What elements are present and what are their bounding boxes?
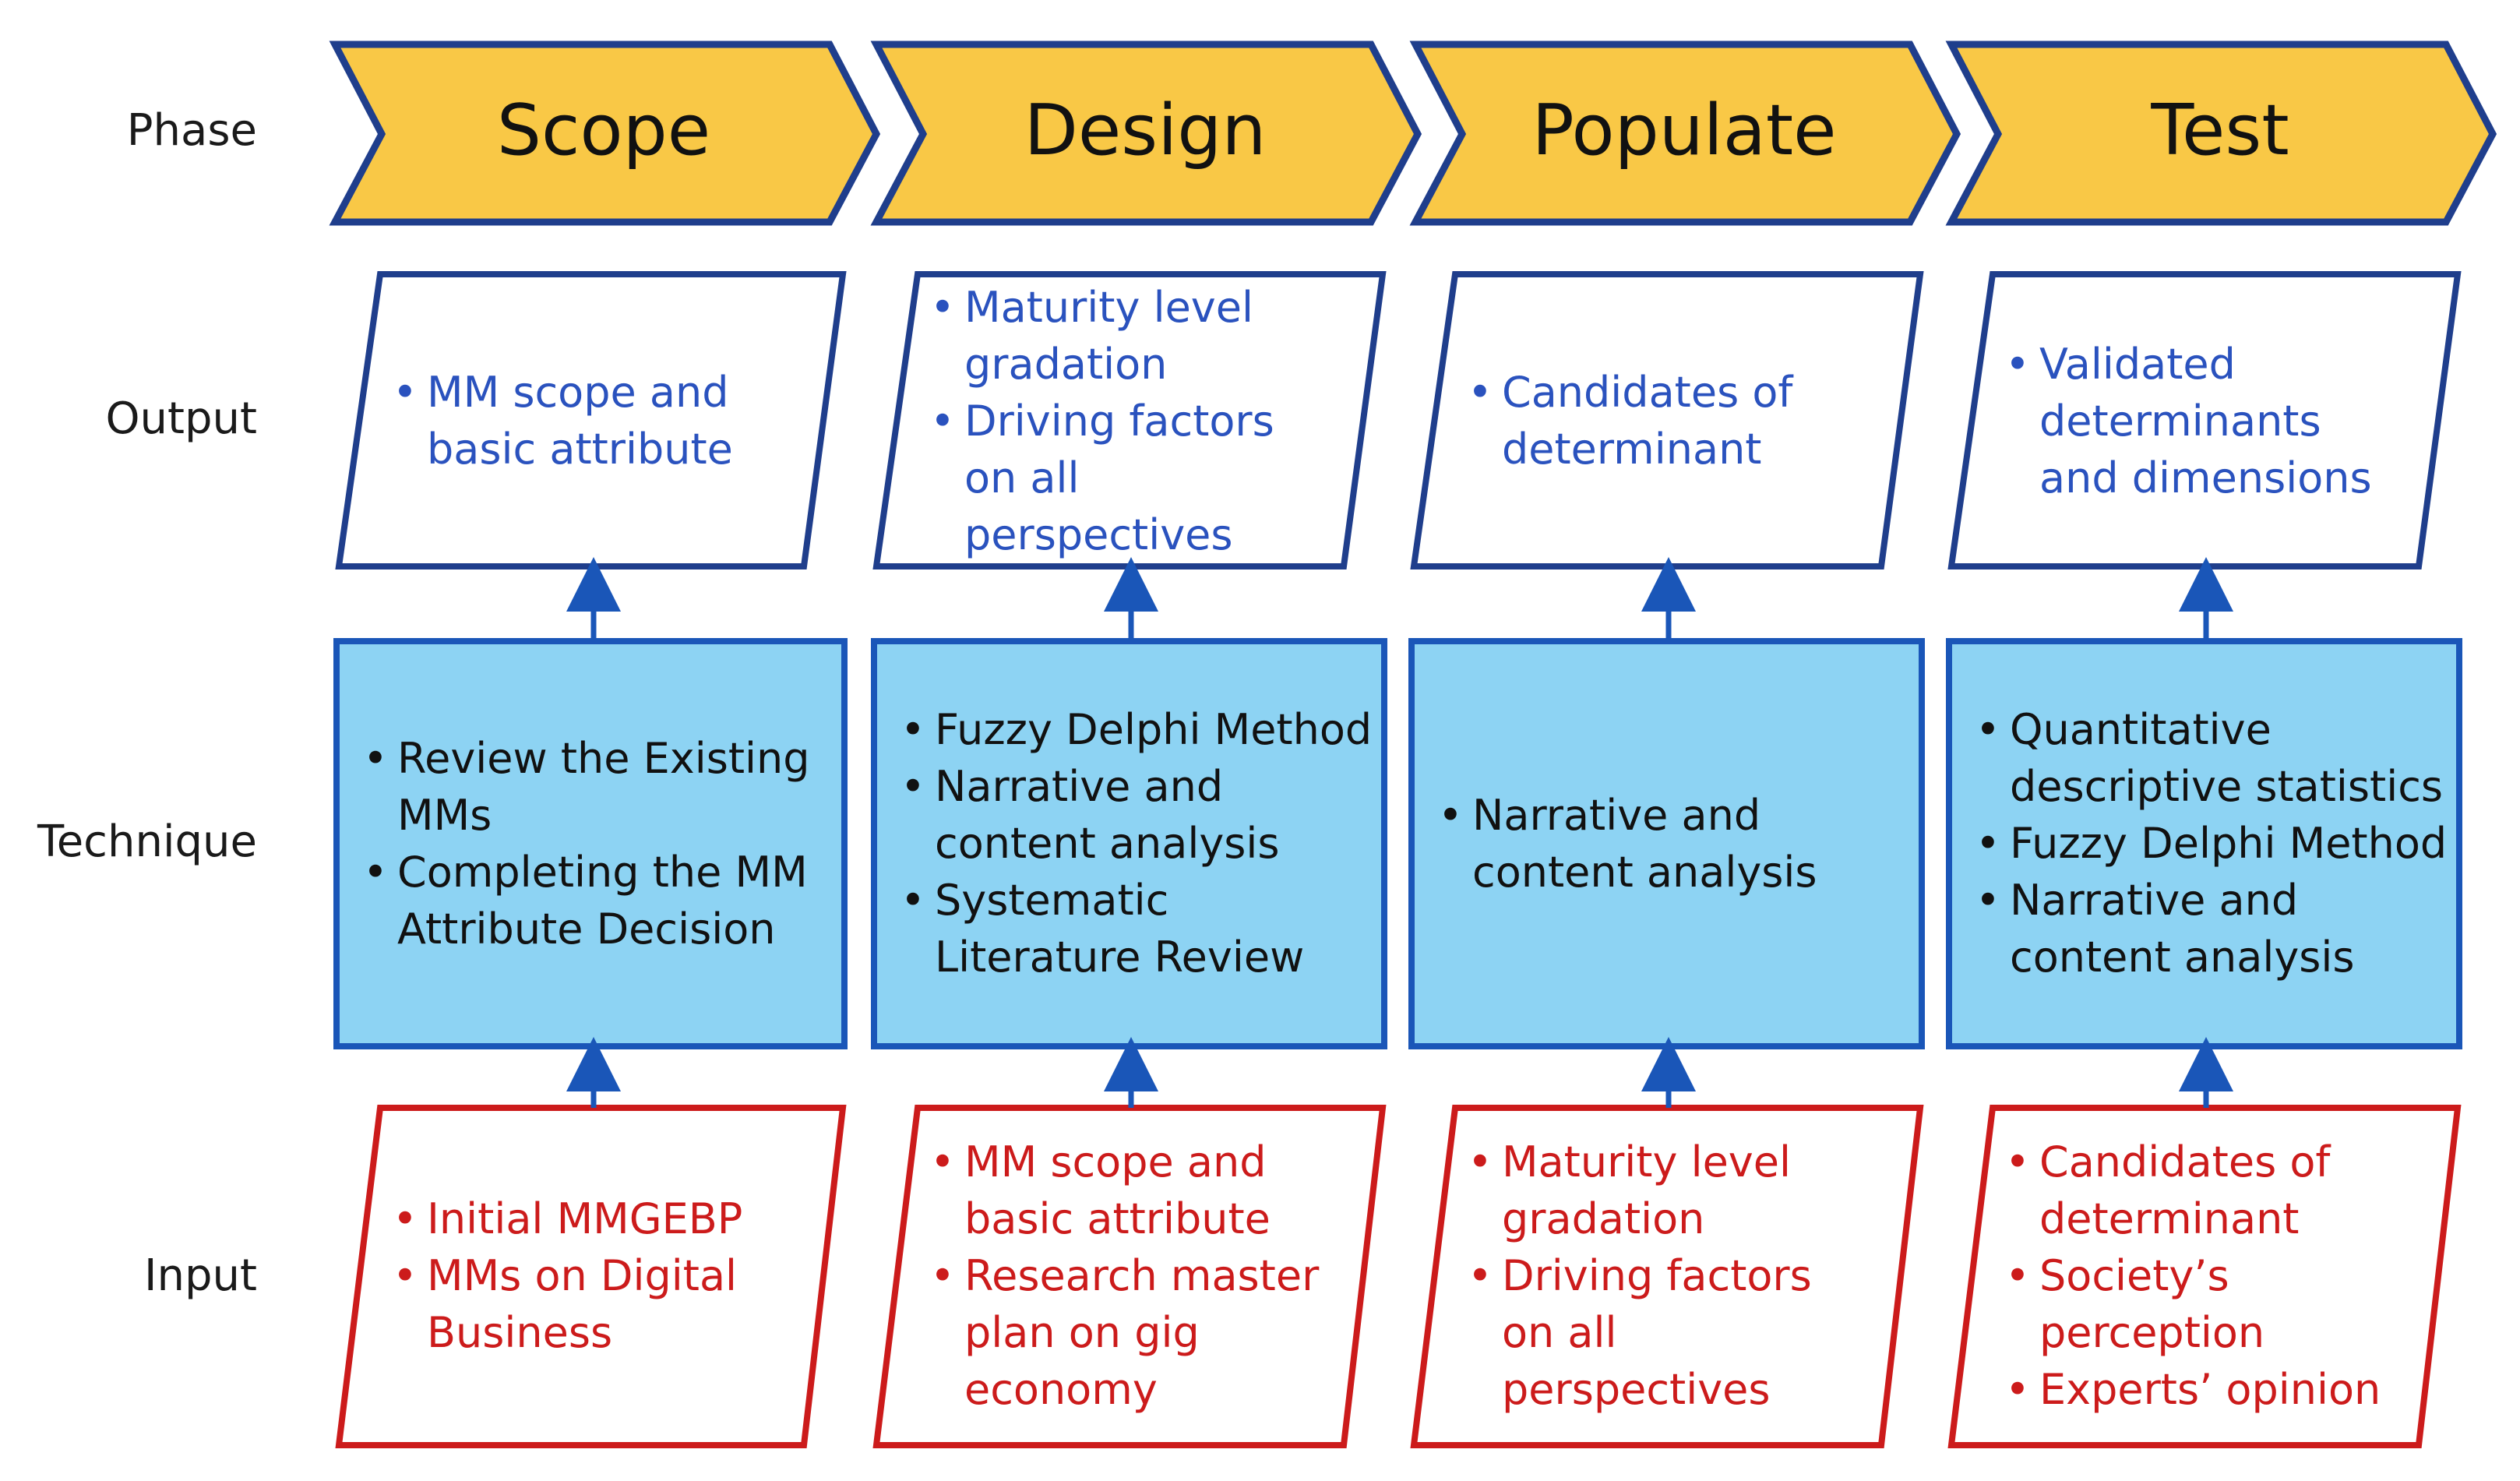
output-item: MM scope and basic attribute (389, 364, 795, 478)
technique-item: Systematic Literature Review (897, 872, 1373, 986)
row-label-technique: Technique (37, 816, 257, 867)
phase-title-populate: Populate (1531, 90, 1837, 171)
technique-text-scope: Review the Existing MMs Completing the M… (360, 647, 827, 1040)
technique-item: Quantitative descriptive statistics (1972, 701, 2451, 815)
output-text-populate: Candidates of determinant (1464, 280, 1870, 561)
input-item: Initial MMGEBP (389, 1190, 779, 1247)
input-item: Maturity level gradation (1464, 1134, 1854, 1247)
input-item: Research master plan on gig economy (927, 1247, 1332, 1418)
phase-chevron-populate (1409, 41, 1961, 226)
output-item: Maturity level gradation (927, 279, 1332, 393)
technique-item: Narrative and content analysis (1435, 787, 1910, 901)
technique-text-populate: Narrative and content analysis (1435, 647, 1910, 1040)
input-item: Society’s perception (2002, 1247, 2407, 1361)
input-item: Experts’ opinion (2002, 1361, 2407, 1418)
phase-title-test: Test (2151, 90, 2289, 171)
output-text-test: Validated determinants and dimensions (2002, 280, 2407, 561)
row-label-input: Input (143, 1250, 257, 1301)
technique-item: Fuzzy Delphi Method (1972, 815, 2451, 872)
technique-item: Narrative and content analysis (1972, 872, 2451, 986)
phase-title-design: Design (1024, 90, 1267, 171)
input-item: MM scope and basic attribute (927, 1134, 1332, 1247)
input-item: Driving factors on all perspectives (1464, 1247, 1854, 1418)
technique-item: Completing the MM Attribute Decision (360, 844, 827, 957)
phase-chevron-scope (329, 41, 881, 226)
output-item: Validated determinants and dimensions (2002, 336, 2407, 506)
technique-item: Review the Existing MMs (360, 730, 827, 844)
input-text-design: MM scope and basic attribute Research ma… (927, 1114, 1332, 1437)
output-text-design: Maturity level gradation Driving factors… (927, 279, 1332, 563)
phase-title-scope: Scope (496, 90, 711, 171)
technique-text-test: Quantitative descriptive statistics Fuzz… (1972, 647, 2451, 1040)
output-item: Driving factors on all perspectives (927, 393, 1332, 563)
input-text-test: Candidates of determinant Society’s perc… (2002, 1114, 2407, 1437)
technique-item: Fuzzy Delphi Method (897, 701, 1373, 758)
output-item: Candidates of determinant (1464, 364, 1870, 478)
technique-item: Narrative and content analysis (897, 758, 1373, 872)
phase-chevron-design (870, 41, 1422, 226)
row-label-phase: Phase (126, 105, 257, 156)
technique-text-design: Fuzzy Delphi Method Narrative and conten… (897, 647, 1373, 1040)
input-text-populate: Maturity level gradation Driving factors… (1464, 1114, 1854, 1437)
input-item: MMs on Digital Business (389, 1247, 779, 1361)
phase-chevron-test (1945, 41, 2497, 226)
output-text-scope: MM scope and basic attribute (389, 280, 795, 561)
input-item: Candidates of determinant (2002, 1134, 2407, 1247)
row-label-output: Output (105, 393, 257, 444)
input-text-scope: Initial MMGEBP MMs on Digital Business (389, 1114, 779, 1437)
